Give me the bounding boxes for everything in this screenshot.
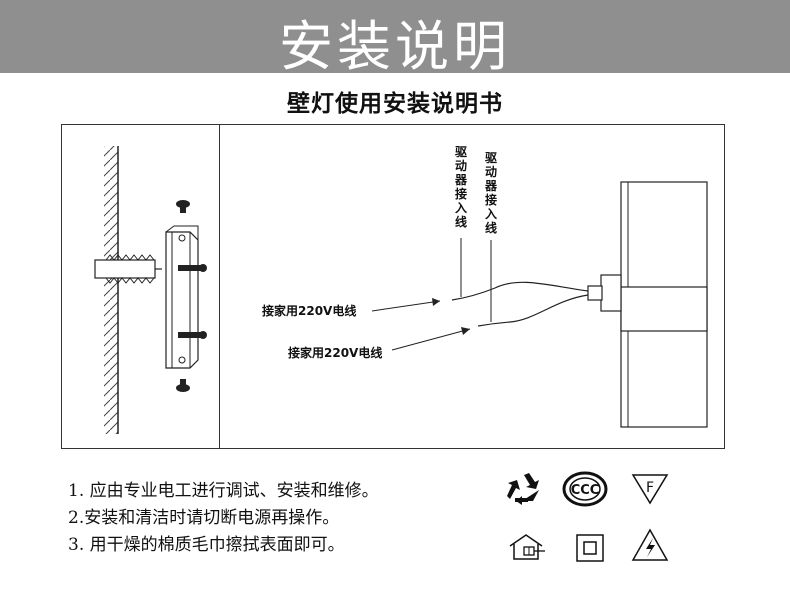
f-mark-icon: F: [631, 474, 669, 505]
ccc-certification-icon: CCC: [562, 471, 608, 507]
document-subtitle: 壁灯使用安装说明书: [287, 91, 503, 117]
driver-leads: [451, 238, 589, 327]
driver-lead-label: 驱动器接入线: [454, 145, 467, 229]
bracket-screw-upper: [178, 264, 207, 272]
high-voltage-icon: [631, 528, 669, 561]
mains-arrow-upper: [371, 298, 441, 312]
fixing-screw-top: [176, 200, 190, 213]
recycle-icon: [507, 473, 539, 505]
lamp-connector: [587, 274, 622, 312]
note-item: 2.安装和清洁时请切断电源再操作。: [68, 508, 340, 528]
instruction-notes: 1. 应由专业电工进行调试、安装和维修。 2.安装和清洁时请切断电源再操作。 3…: [68, 478, 488, 559]
f-mark-text: F: [646, 480, 654, 496]
mains-arrow-lower: [391, 327, 471, 351]
wall-anchor-plug: [94, 254, 162, 284]
mounting-bracket: [165, 225, 199, 369]
driver-lead-label: 驱动器接入线: [484, 151, 497, 235]
note-item: 3. 用干燥的棉质毛巾擦拭表面即可。: [68, 535, 345, 555]
header-banner: 安装说明: [0, 0, 790, 78]
wall-lamp-body: [620, 181, 708, 428]
double-insulation-icon: [576, 534, 604, 562]
wall: [104, 146, 119, 434]
bracket-screw-lower: [178, 331, 207, 339]
mains-wire-label: 接家用220V电线: [288, 346, 383, 360]
fixing-screw-bottom: [176, 379, 190, 392]
indoor-use-icon: [509, 534, 545, 560]
ccc-mark-text: CCC: [571, 483, 600, 498]
note-item: 1. 应由专业电工进行调试、安装和维修。: [68, 481, 379, 501]
diagram-divider: [219, 124, 220, 449]
installation-diagram-frame: [61, 124, 725, 449]
mains-wire-label: 接家用220V电线: [262, 304, 357, 318]
page-title: 安装说明: [279, 15, 511, 78]
